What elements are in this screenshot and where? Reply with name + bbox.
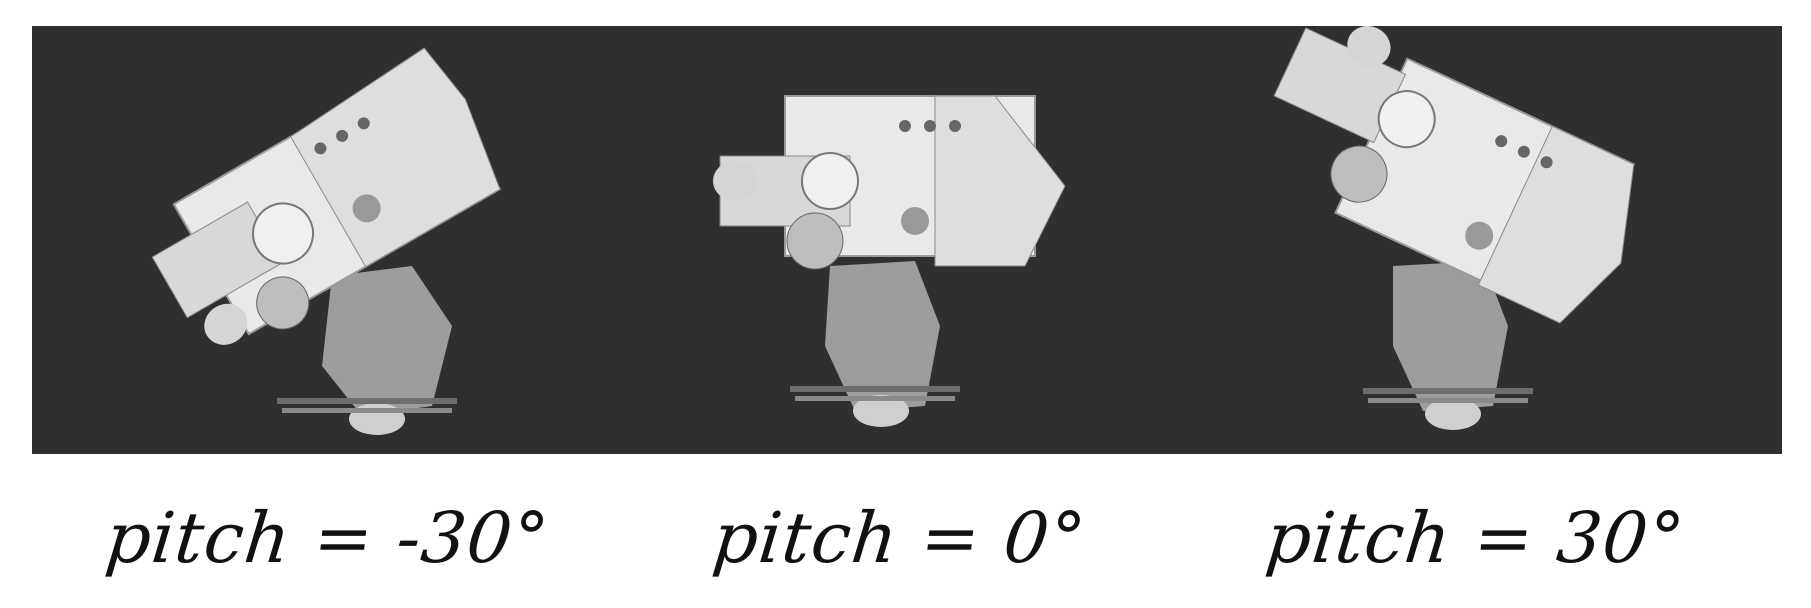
caption-pitch-30: pitch = 30°: [1262, 497, 1689, 579]
robot-render-pitch-minus-30: [32, 26, 615, 454]
caption-pitch-minus-30: pitch = -30°: [101, 497, 554, 579]
caption-pitch-0: pitch = 0°: [709, 497, 1090, 579]
robot-head: [1273, 26, 1636, 324]
robot-stand: [1363, 261, 1533, 430]
robot-head: [713, 95, 1066, 270]
robot-stand: [790, 261, 960, 427]
robot-head-illustration: [1273, 26, 1636, 430]
robot-render-pitch-30: [1198, 26, 1781, 454]
robot-stand: [277, 266, 457, 435]
robot-head-illustration: [151, 47, 502, 435]
robot-head: [151, 47, 502, 345]
robot-render-pitch-0: [615, 26, 1198, 454]
render-viewport: [32, 26, 1782, 454]
robot-head-illustration: [713, 95, 1066, 427]
